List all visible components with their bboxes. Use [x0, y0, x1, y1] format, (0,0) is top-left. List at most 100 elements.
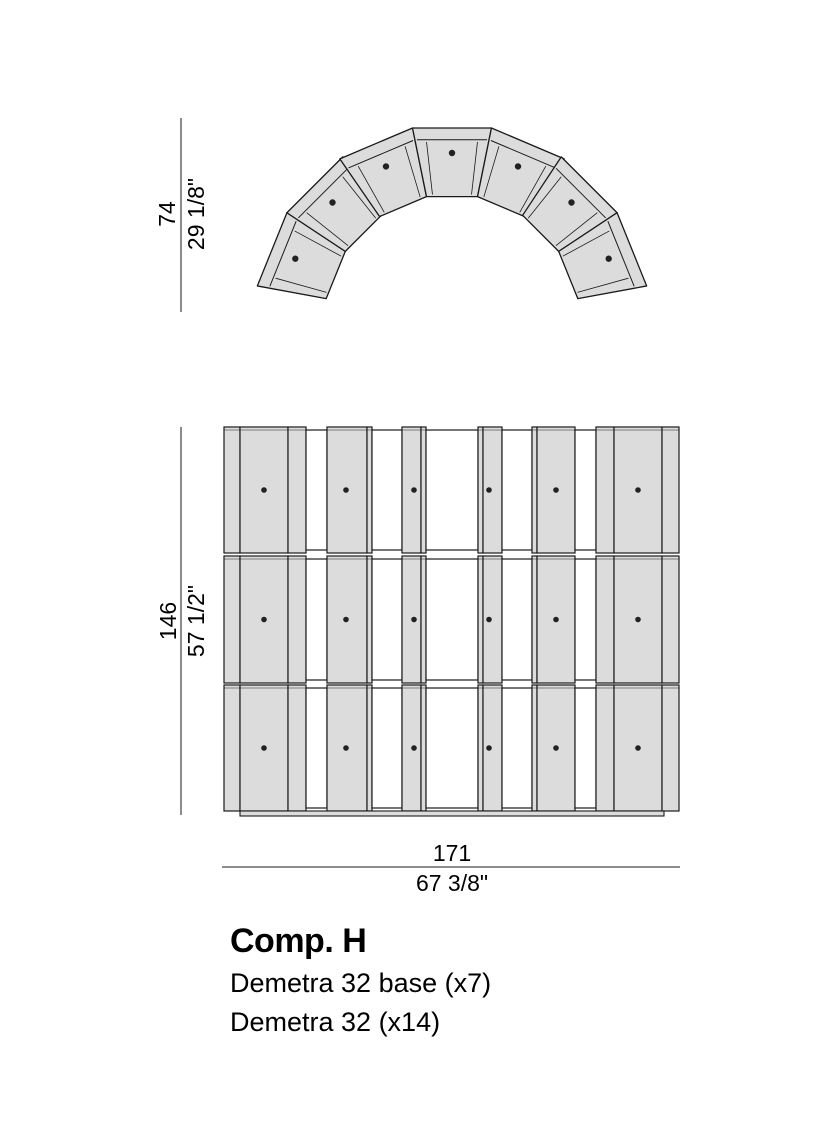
cabinet-side-panel	[477, 426, 484, 554]
cabinet-side-panel	[287, 555, 307, 684]
cabinet-side-panel	[420, 684, 427, 812]
front-view	[223, 426, 680, 817]
knob-dot	[261, 616, 267, 623]
plan-module-edge	[294, 230, 342, 257]
knob-dot	[486, 616, 492, 623]
knob-dot	[261, 745, 267, 751]
open-compartment	[574, 687, 597, 809]
front-row	[223, 555, 680, 684]
cabinet-side-panel	[287, 426, 307, 554]
cabinet-door	[482, 426, 503, 554]
front-row	[223, 426, 680, 554]
cabinet-side-panel	[223, 684, 241, 812]
knob-dot	[635, 616, 641, 623]
cabinet-side-panel	[531, 684, 538, 812]
cabinet-side-panel	[595, 426, 615, 554]
depth-in-label: 29 1/8"	[183, 178, 209, 250]
plan-module-edge	[306, 212, 349, 247]
cabinet-side-panel	[287, 684, 307, 812]
base-plinth	[239, 810, 665, 817]
cabinet-side-panel	[595, 555, 615, 684]
knob-dot	[635, 745, 641, 751]
width-cm-label: 171	[433, 840, 471, 866]
depth-cm-label: 74	[154, 201, 180, 227]
cabinet-side-panel	[595, 684, 615, 812]
cabinet-side-panel	[223, 426, 241, 554]
knob-dot	[448, 149, 456, 157]
plan-module-edge	[404, 146, 421, 198]
cabinet-side-panel	[661, 555, 680, 684]
composition-title: Comp. H	[230, 922, 367, 960]
plan-module-edge	[471, 141, 478, 195]
knob-dot	[411, 616, 417, 623]
open-compartment	[425, 429, 479, 551]
knob-dot	[382, 163, 390, 170]
plan-module-rim	[490, 140, 556, 169]
plan-module-rim	[269, 221, 297, 287]
cabinet-side-panel	[531, 426, 538, 554]
open-compartment	[501, 687, 533, 809]
height-cm-label: 146	[155, 602, 181, 640]
plan-module-edge	[483, 146, 500, 198]
knob-dot	[514, 163, 522, 170]
plan-module-edge	[577, 277, 629, 293]
cabinet-side-panel	[661, 684, 680, 812]
height-in-label: 57 1/2"	[183, 585, 209, 657]
cabinet-side-panel	[531, 555, 538, 684]
plan-module-edge	[555, 212, 598, 247]
plan-module-rim	[348, 140, 414, 169]
knob-dot	[605, 255, 612, 262]
cabinet-door	[482, 684, 503, 812]
open-compartment	[371, 558, 403, 681]
knob-dot	[553, 487, 559, 493]
plan-module-edge	[342, 176, 377, 219]
knob-dot	[292, 255, 299, 262]
cabinet-side-panel	[420, 426, 427, 554]
component-line-base: Demetra 32 base (x7)	[230, 968, 492, 998]
plan-module-rim	[607, 221, 635, 287]
open-compartment	[305, 558, 328, 681]
knob-dot	[343, 487, 349, 493]
plan-view	[256, 127, 648, 300]
knob-dot	[568, 199, 575, 206]
front-row	[223, 684, 680, 812]
plan-module-edge	[562, 230, 610, 257]
component-line-module: Demetra 32 (x14)	[230, 1007, 441, 1037]
knob-dot	[553, 616, 559, 623]
knob-dot	[635, 487, 641, 493]
plan-module	[558, 212, 648, 300]
knob-dot	[411, 745, 417, 751]
knob-dot	[553, 745, 559, 751]
knob-dot	[486, 487, 492, 493]
plan-module-rim	[555, 167, 607, 219]
plan-module-edge	[275, 277, 327, 293]
knob-dot	[329, 199, 336, 206]
width-in-label: 67 3/8"	[416, 870, 488, 896]
cabinet-side-panel	[661, 426, 680, 554]
cabinet-side-panel	[366, 426, 373, 554]
cabinet-side-panel	[366, 555, 373, 684]
open-compartment	[425, 558, 479, 681]
open-compartment	[574, 429, 597, 551]
cabinet-side-panel	[223, 555, 241, 684]
open-compartment	[501, 429, 533, 551]
plan-module-edge	[527, 176, 562, 219]
cabinet-side-panel	[477, 684, 484, 812]
knob-dot	[343, 616, 349, 623]
open-compartment	[425, 687, 479, 809]
cabinet-side-panel	[366, 684, 373, 812]
open-compartment	[501, 558, 533, 681]
plan-module	[339, 127, 428, 218]
knob-dot	[486, 745, 492, 751]
plan-module-body	[558, 212, 648, 300]
open-compartment	[371, 429, 403, 551]
cabinet-side-panel	[420, 555, 427, 684]
open-compartment	[305, 687, 328, 809]
cabinet-door	[482, 555, 503, 684]
open-compartment	[371, 687, 403, 809]
plan-module-rim	[297, 167, 349, 219]
knob-dot	[343, 745, 349, 751]
plan-module-edge	[426, 141, 433, 195]
open-compartment	[305, 429, 328, 551]
